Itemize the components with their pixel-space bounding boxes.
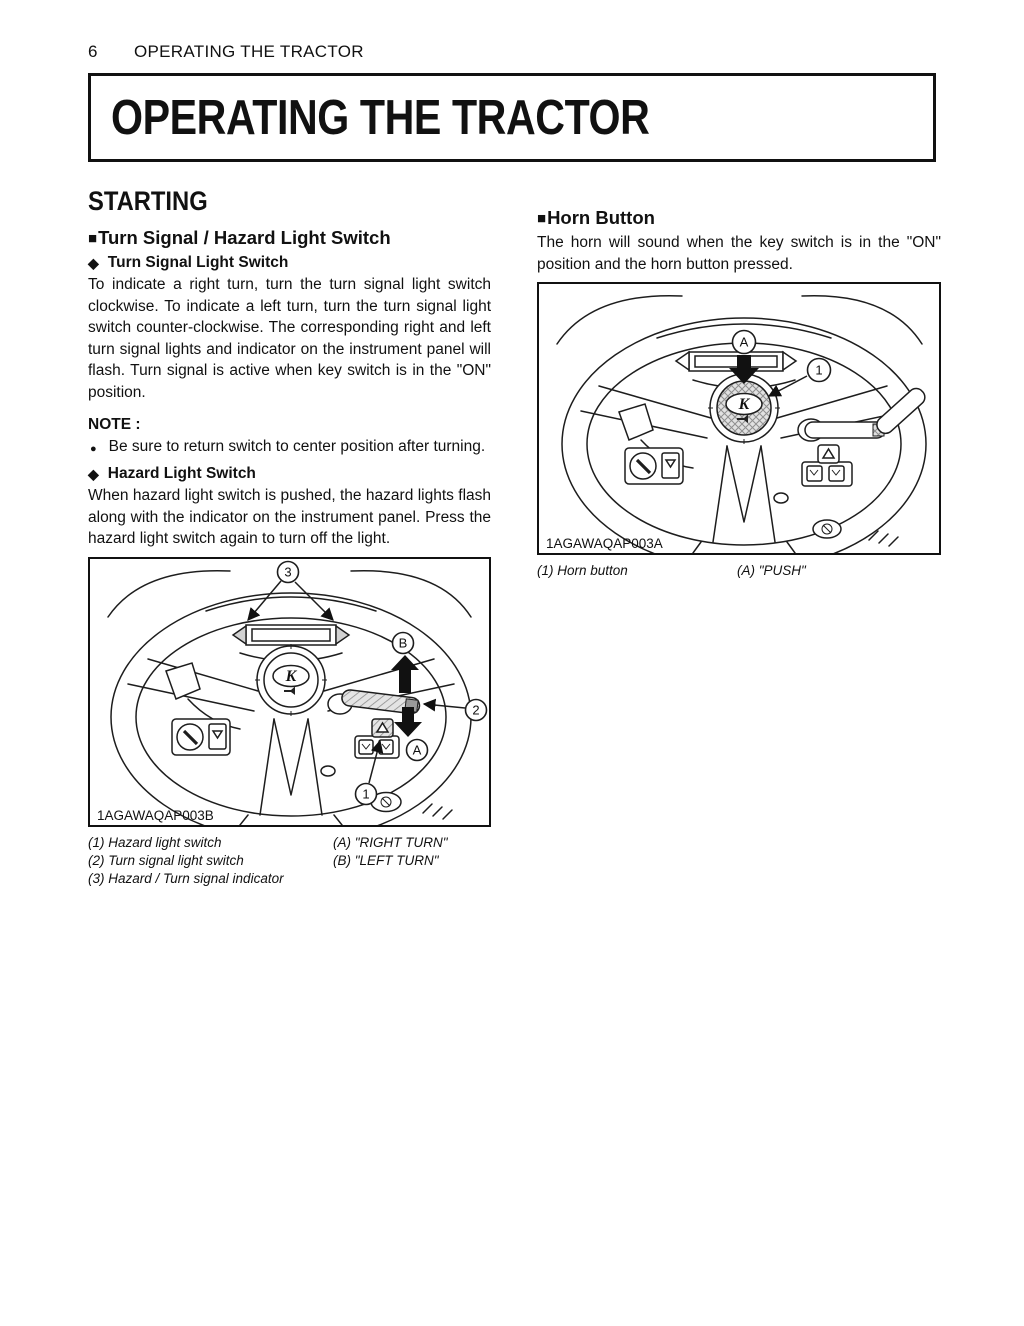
section-heading-horn-label: Horn Button — [547, 207, 655, 228]
section-heading-turn-signal: ■ Turn Signal / Hazard Light Switch — [88, 227, 491, 249]
note-item: ● Be sure to return switch to center pos… — [88, 436, 491, 460]
paragraph-hazard: When hazard light switch is pushed, the … — [88, 487, 491, 547]
diamond-icon: ◆ — [88, 254, 99, 271]
kubota-logo: K — [285, 668, 298, 685]
caption-item: (1) Hazard light switch — [88, 834, 222, 850]
figure-code: 1AGAWAQAP003B — [97, 808, 214, 823]
kubota-logo: K — [738, 396, 751, 413]
svg-text:A: A — [740, 335, 749, 350]
left-column: STARTING ■ Turn Signal / Hazard Light Sw… — [88, 186, 491, 888]
note-label: NOTE : — [88, 416, 141, 433]
starting-heading: STARTING — [88, 186, 208, 216]
paragraph-horn: The horn will sound when the key switch … — [537, 234, 941, 273]
filled-square-icon: ■ — [88, 229, 98, 247]
instrument-display — [674, 350, 798, 372]
turn-signal-lever — [797, 387, 926, 442]
running-header: 6 OPERATING THE TRACTOR — [88, 42, 364, 62]
callout-B: B — [391, 631, 419, 693]
diamond-icon: ◆ — [88, 465, 99, 482]
subheading-hazard-switch-label: Hazard Light Switch — [107, 465, 256, 482]
callout-3: 3 — [247, 560, 334, 621]
instrument-display — [231, 623, 351, 646]
chapter-title-box: OPERATING THE TRACTOR — [88, 73, 936, 162]
svg-text:2: 2 — [472, 702, 479, 717]
figure-horn-button: K — [537, 282, 941, 555]
horn-button: K — [708, 372, 780, 444]
key-switch-panel — [171, 717, 231, 756]
caption-item: (2) Turn signal light switch — [88, 852, 244, 868]
callout-A: A — [729, 329, 759, 384]
figure-code: 1AGAWAQAP003A — [546, 536, 663, 551]
subheading-turn-signal-switch: ◆ Turn Signal Light Switch — [88, 254, 491, 272]
paragraph-turn-signal: To indicate a right turn, turn the turn … — [88, 276, 491, 401]
steering-wheel-diagram-horn: K — [546, 294, 927, 553]
ignition-emblem — [812, 519, 842, 539]
left-control-lever — [165, 661, 241, 730]
bullet-dot-icon: ● — [90, 443, 97, 455]
svg-text:3: 3 — [284, 564, 291, 579]
subheading-turn-signal-switch-label: Turn Signal Light Switch — [107, 254, 289, 271]
callout-A: A — [394, 706, 429, 761]
callout-2: 2 — [422, 698, 488, 721]
horn-symbol-icon — [737, 414, 748, 423]
subheading-hazard-switch: ◆ Hazard Light Switch — [88, 465, 491, 483]
callout-1: 1 — [767, 357, 832, 397]
filled-square-icon: ■ — [537, 209, 547, 227]
figure-captions-hazard: (1) Hazard light switch (A) "RIGHT TURN"… — [88, 834, 491, 888]
figure-hazard-turn-signal: K — [88, 556, 491, 827]
note-item-text: Be sure to return switch to center posit… — [108, 438, 486, 455]
steering-wheel-diagram-hazard: K — [97, 560, 488, 825]
horn-symbol-icon — [284, 686, 295, 695]
caption-item: (3) Hazard / Turn signal indicator — [88, 870, 284, 886]
right-turn-indicator-triangle — [335, 624, 351, 645]
callout-1: 1 — [354, 739, 384, 805]
caption-item: (1) Horn button — [537, 563, 628, 578]
column-hole — [773, 492, 789, 504]
caption-item: (A) "PUSH" — [737, 563, 806, 578]
section-heading-horn: ■ Horn Button — [537, 207, 941, 229]
key-slot — [635, 458, 652, 475]
right-column: ■ Horn Button The horn will sound when t… — [537, 207, 941, 580]
svg-text:1: 1 — [815, 363, 822, 378]
svg-text:A: A — [413, 742, 422, 757]
hazard-switch-panel — [801, 444, 853, 487]
left-turn-indicator-triangle — [231, 624, 247, 645]
key-slot — [182, 729, 199, 745]
svg-text:B: B — [399, 635, 408, 650]
key-switch-panel — [624, 447, 684, 485]
running-title: OPERATING THE TRACTOR — [134, 42, 364, 61]
left-turn-indicator-triangle — [674, 350, 690, 372]
note-block: NOTE : ● Be sure to return switch to cen… — [88, 416, 491, 460]
column-hole — [320, 764, 336, 777]
caption-item: (A) "RIGHT TURN" — [333, 834, 448, 850]
page-number: 6 — [88, 42, 98, 61]
caption-item: (B) "LEFT TURN" — [333, 852, 439, 868]
horn-button-hub: K — [255, 643, 327, 716]
figure-captions-horn: (1) Horn button (A) "PUSH" — [537, 562, 941, 580]
svg-text:1: 1 — [362, 786, 369, 801]
section-heading-turn-signal-label: Turn Signal / Hazard Light Switch — [98, 227, 391, 248]
chapter-title: OPERATING THE TRACTOR — [111, 91, 650, 145]
right-turn-indicator-triangle — [782, 350, 798, 372]
steering-wheel — [556, 294, 927, 553]
